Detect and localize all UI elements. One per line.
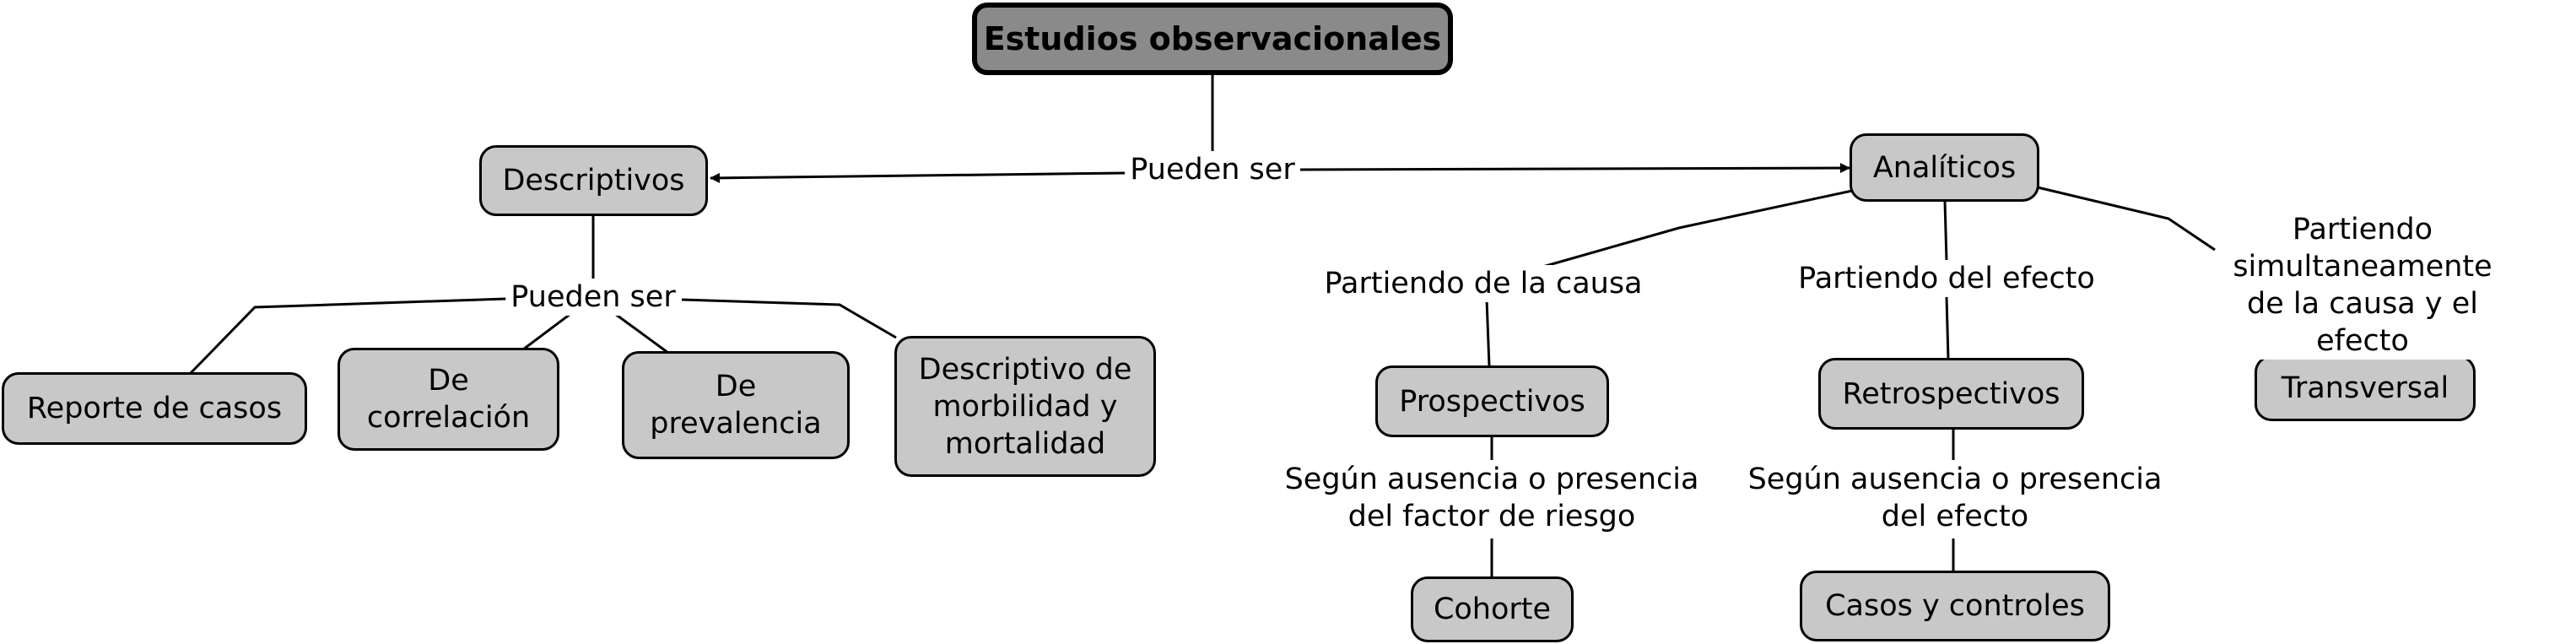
connector-prospectivos [1485,299,1491,367]
node-cohorte: Cohorte [1411,576,1574,642]
arrow-to-descriptivos [710,171,1126,183]
link-label-pueden-ser-descriptivos: Pueden ser [505,279,681,316]
node-reporte-de-casos: Reporte de casos [2,372,307,445]
link-label-partiendo-simultaneamente: Partiendo simultaneamente de la causa y … [2228,211,2498,360]
root-node-estudios-observacionales: Estudios observacionales [972,3,1453,75]
node-retrospectivos: Retrospectivos [1818,358,2084,430]
node-casos-y-controles: Casos y controles [1800,571,2110,641]
link-label-partiendo-efecto: Partiendo del efecto [1793,260,2100,297]
node-transversal: Transversal [2255,355,2476,421]
connector-retrospectivos [1945,296,1950,360]
connector-causa [1539,189,1853,269]
connector-reporte [188,297,507,376]
arrow-to-analiticos [1299,163,1850,174]
link-label-pueden-ser-main: Pueden ser [1125,151,1300,188]
node-descriptivos: Descriptivos [479,145,708,216]
connector-simultaneo [2037,186,2216,252]
node-descriptivo-morbilidad-mortalidad: Descriptivo de morbilidad y mortalidad [894,336,1156,477]
node-analiticos: Analíticos [1850,133,2039,202]
node-de-prevalencia: De prevalencia [622,351,850,459]
connector-morbilidad [681,298,897,339]
connector-prevalencia [611,310,669,354]
connector-correlacion [522,310,575,351]
link-label-segun-factor-riesgo: Según ausencia o presencia del factor de… [1279,461,1704,535]
node-de-correlacion: De correlación [338,348,559,451]
node-prospectivos: Prospectivos [1375,365,1609,437]
connector-efecto [1943,200,1948,262]
link-label-segun-efecto: Según ausencia o presencia del efecto [1742,461,2168,535]
link-label-partiendo-causa: Partiendo de la causa [1319,265,1648,302]
